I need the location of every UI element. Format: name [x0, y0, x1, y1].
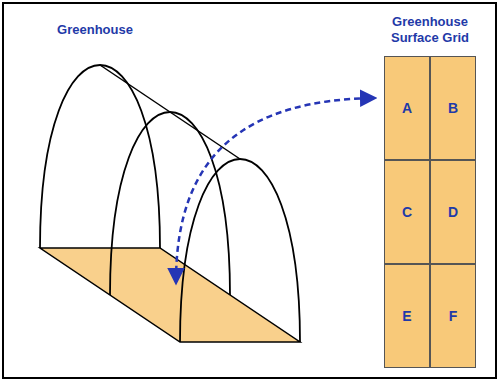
grid-cell: A	[384, 56, 430, 160]
greenhouse-floor	[40, 248, 300, 342]
grid-cell: F	[430, 264, 476, 368]
cell-letter: A	[402, 100, 412, 116]
grid-cell: D	[430, 160, 476, 264]
grid-title: Greenhouse Surface Grid	[378, 14, 482, 46]
greenhouse-ridge	[100, 65, 240, 159]
dashed-arrow	[176, 98, 374, 282]
grid-cell: C	[384, 160, 430, 264]
cell-letter: C	[402, 204, 412, 220]
cell-letter: B	[448, 100, 458, 116]
grid-cell: B	[430, 56, 476, 160]
cell-letter: E	[402, 308, 411, 324]
greenhouse-arch	[180, 159, 300, 342]
illustration-title: Greenhouse	[40, 22, 150, 38]
cell-letter: D	[448, 204, 458, 220]
grid-cell: E	[384, 264, 430, 368]
cell-letter: F	[449, 308, 458, 324]
